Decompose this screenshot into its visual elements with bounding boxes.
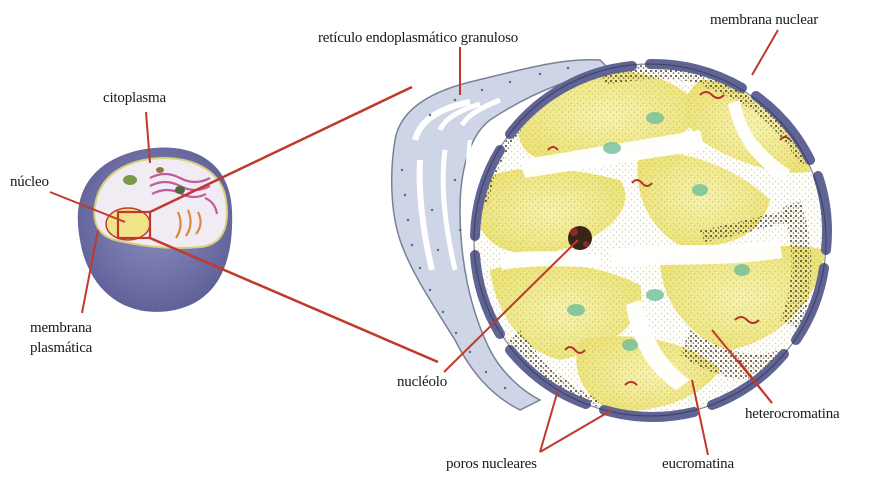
large-nucleus xyxy=(470,60,830,420)
label-membrana-nuclear: membrana nuclear xyxy=(710,12,818,29)
label-reticulo-endoplasmatico: retículo endoplasmático granuloso xyxy=(318,30,518,47)
label-membrana-plasmatica-line2: plasmática xyxy=(30,340,92,357)
label-heterocromatina: heterocromatina xyxy=(745,406,839,423)
whole-cell xyxy=(78,148,232,312)
label-citoplasma: citoplasma xyxy=(103,90,166,107)
label-eucromatina: eucromatina xyxy=(662,456,734,473)
label-poros-nucleares: poros nucleares xyxy=(446,456,537,473)
label-nucleolo: nucléolo xyxy=(397,374,447,391)
label-nucleo: núcleo xyxy=(10,174,49,191)
label-membrana-plasmatica-line1: membrana xyxy=(30,320,92,337)
